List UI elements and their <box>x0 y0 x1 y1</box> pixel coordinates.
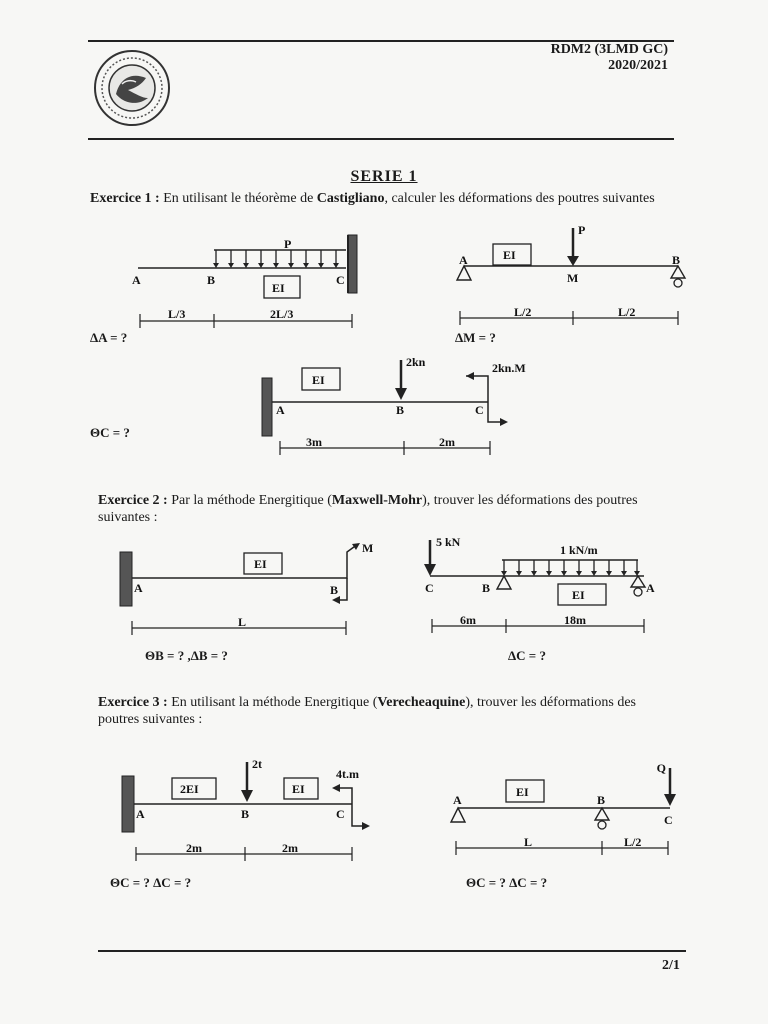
ex2-beam1-diagram: EI M A B L <box>119 541 373 635</box>
exercise-2-label: Exercice 2 : <box>98 493 168 508</box>
ex3-b1-point-c: C <box>336 807 345 821</box>
ex1-b1-load-label: P <box>284 237 291 251</box>
ex1-b3-dim-1: 3m <box>306 435 322 449</box>
footer-rule <box>98 950 686 952</box>
ex3-b1-dim-1: 2m <box>186 841 202 855</box>
header-top-rule <box>88 40 674 42</box>
ex3-b2-ei-label: EI <box>516 785 529 799</box>
ex3-b2-point-a: A <box>453 793 462 807</box>
ex1-b3-moment-label: 2kn.M <box>492 361 526 375</box>
ex2-b2-ei-label: EI <box>572 588 585 602</box>
ex1-b1-question: ΔA = ? <box>90 330 128 345</box>
ex1-b3-ei-label: EI <box>312 373 325 387</box>
ex1-beam1-diagram: P EI A B C L/3 2L/3 <box>132 234 358 328</box>
ex3-beam2-diagram: EI Q A B C L L/2 <box>449 761 676 855</box>
ex2-b1-point-b: B <box>330 583 338 597</box>
ex2-b2-dim-2: 18m <box>564 613 586 627</box>
ex1-b2-point-m: M <box>567 271 578 285</box>
ex1-b1-point-c: C <box>336 273 345 287</box>
exercise-2-text-a: Par la méthode Energitique ( <box>167 493 332 508</box>
ex3-b2-question: ΘC = ? ΔC = ? <box>466 875 548 890</box>
ex2-b2-point-a: A <box>646 581 655 595</box>
ex3-b1-question: ΘC = ? ΔC = ? <box>110 875 192 890</box>
ex3-beam1-diagram: 2EI EI 2t 4t.m A B C 2m 2m <box>121 758 370 861</box>
ex2-beam2-diagram: EI 5 kN 1 kN/m C B A 6m 18m <box>424 535 655 633</box>
ex1-b2-question: ΔM = ? <box>455 330 496 345</box>
ex3-b2-load-label: Q <box>657 761 666 775</box>
ex3-b1-ei2-label: EI <box>292 782 305 796</box>
ex3-b2-dim-1: L <box>524 835 532 849</box>
exercise-3-label: Exercice 3 : <box>98 695 168 710</box>
ex1-beam2-diagram: EI P A M B L/2 L/2 <box>455 223 687 325</box>
series-title: SERIE 1 <box>350 168 418 185</box>
ex1-b1-ei-label: EI <box>272 281 285 295</box>
ex1-b2-ei-label: EI <box>503 248 516 262</box>
exercise-1-label: Exercice 1 : <box>90 191 160 206</box>
ex3-b2-point-c: C <box>664 813 673 827</box>
ex3-b1-point-a: A <box>136 807 145 821</box>
ex1-b3-force-label: 2kn <box>406 355 426 369</box>
ex2-b1-moment-label: M <box>362 541 373 555</box>
ex1-b3-dim-2: 2m <box>439 435 455 449</box>
ex1-b3-point-a: A <box>276 403 285 417</box>
ex1-b2-dim-1: L/2 <box>514 305 531 319</box>
ex1-b2-dim-2: L/2 <box>618 305 635 319</box>
ex3-b2-dim-2: L/2 <box>624 835 641 849</box>
ex2-b2-dim-1: 6m <box>460 613 476 627</box>
ex1-b3-point-c: C <box>475 403 484 417</box>
exercise-1-text-b: , calculer les déformations des poutres … <box>384 191 655 206</box>
exercise-1-statement: Exercice 1 : En utilisant le théorème de… <box>90 190 680 207</box>
ex1-b1-point-b: B <box>207 273 215 287</box>
exercise-1-keyword: Castigliano <box>316 191 385 206</box>
header-bottom-rule <box>88 138 674 140</box>
course-name: RDM2 (3LMD GC) <box>550 42 668 57</box>
ex1-b2-point-b: B <box>672 253 680 267</box>
page-number: 2/1 <box>662 958 680 973</box>
ex2-b1-dim: L <box>238 615 246 629</box>
ex1-b3-point-b: B <box>396 403 404 417</box>
ex3-b1-point-b: B <box>241 807 249 821</box>
exercise-3-statement: Exercice 3 : En utilisant la méthode Ene… <box>98 694 680 728</box>
ex1-b3-question: ΘC = ? <box>90 425 130 440</box>
exercise-3-keyword: Verecheaquine <box>377 695 466 710</box>
ex3-b1-ei1-label: 2EI <box>180 782 199 796</box>
exercise-3-text-a: En utilisant la méthode Energitique ( <box>167 695 378 710</box>
ex3-b2-point-b: B <box>597 793 605 807</box>
ex2-b2-point-b: B <box>482 581 490 595</box>
ex3-b1-dim-2: 2m <box>282 841 298 855</box>
ex2-b2-question: ΔC = ? <box>508 648 546 663</box>
ex2-b1-question: ΘB = ? ,ΔB = ? <box>145 648 228 663</box>
ex2-b2-force-label: 5 kN <box>436 535 461 549</box>
ex1-beam3-diagram: EI 2kn 2kn.M A B C 3m 2m <box>261 355 526 455</box>
ex3-b1-force-label: 2t <box>252 758 262 771</box>
ex2-b2-point-c: C <box>425 581 434 595</box>
ex1-b1-dim-2: 2L/3 <box>270 307 293 321</box>
ex1-b1-point-a: A <box>132 273 141 287</box>
ex2-b2-load-label: 1 kN/m <box>560 543 598 557</box>
exercise-2-statement: Exercice 2 : Par la méthode Energitique … <box>98 492 680 526</box>
ex2-b1-ei-label: EI <box>254 557 267 571</box>
university-logo <box>92 48 172 128</box>
exercise-3-text-b: ), trouver les déformations des poutres … <box>98 695 636 727</box>
exercise-2-keyword: Maxwell-Mohr <box>331 493 423 508</box>
exercise-1-text-a: En utilisant le théorème de <box>159 191 317 206</box>
ex1-b2-point-a: A <box>459 253 468 267</box>
ex2-b1-point-a: A <box>134 581 143 595</box>
ex1-b1-dim-1: L/3 <box>168 307 185 321</box>
ex1-b2-load-label: P <box>578 223 585 237</box>
exercise-2-text-b: ), trouver les déformations des poutres … <box>98 493 638 525</box>
school-year: 2020/2021 <box>608 58 668 73</box>
course-header: RDM2 (3LMD GC) 2020/2021 <box>520 42 668 74</box>
ex3-b1-moment-label: 4t.m <box>336 767 359 781</box>
